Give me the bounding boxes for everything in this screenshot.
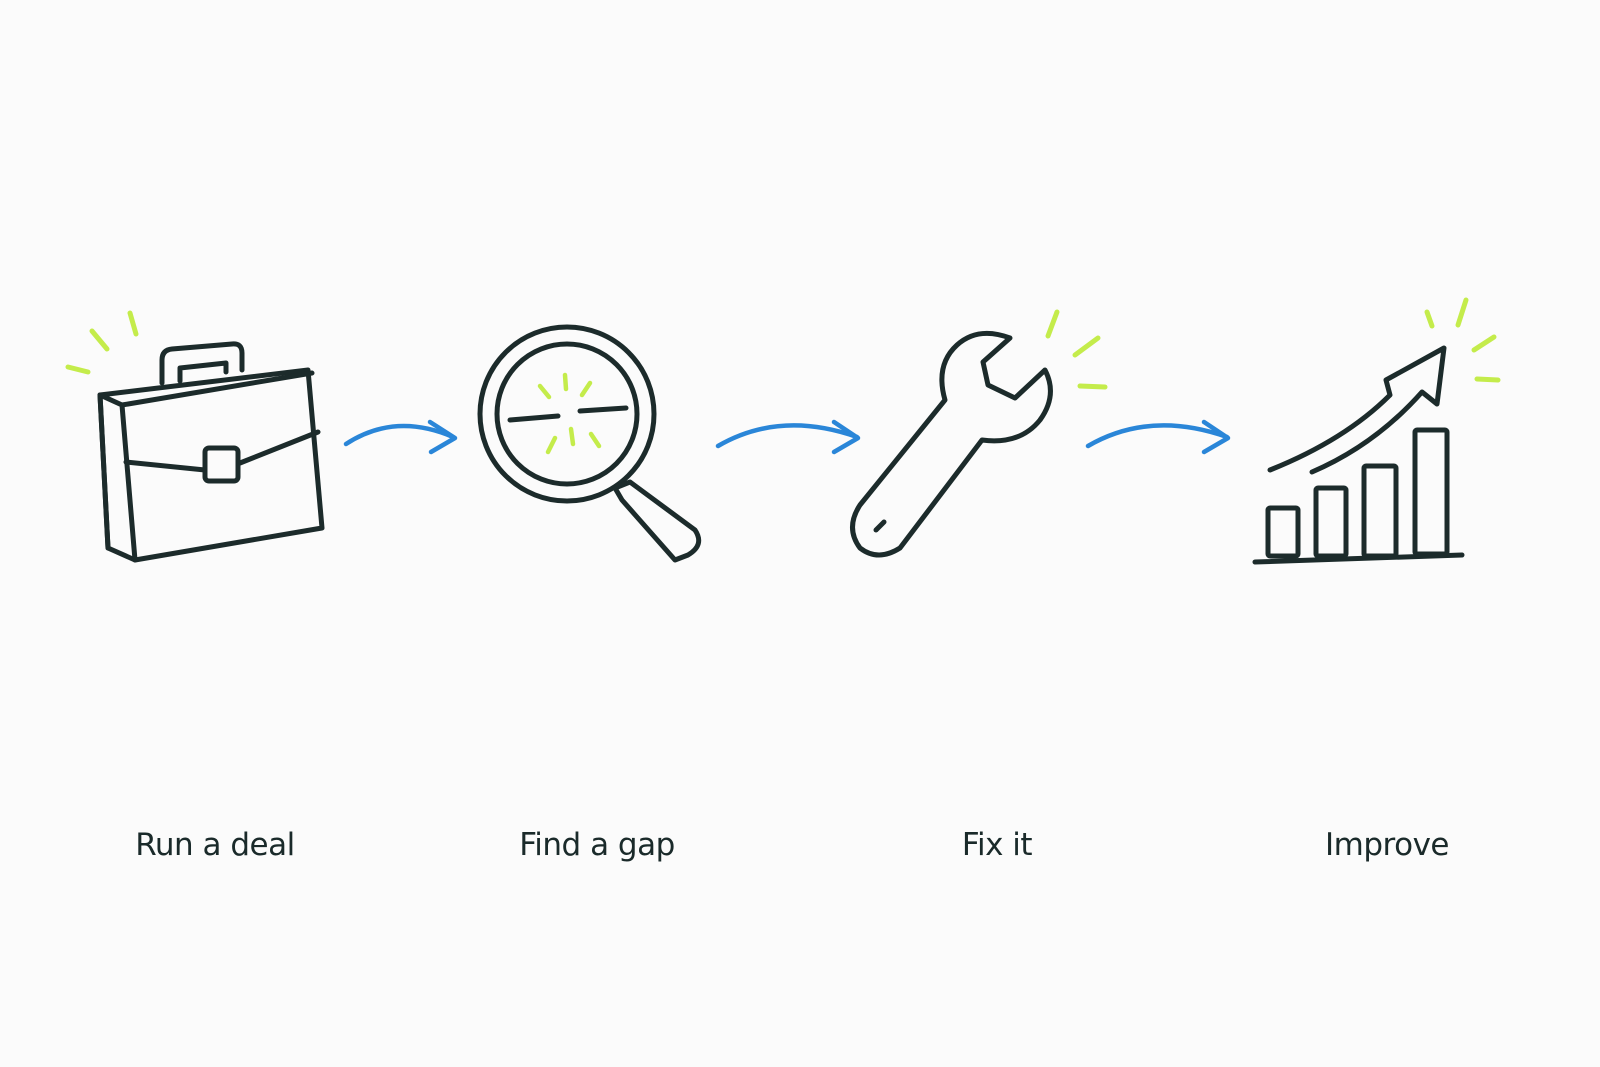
arrow-right-icon [715, 419, 861, 455]
briefcase-icon [97, 341, 325, 563]
briefcase-spark-icon [65, 310, 139, 375]
step-label-find-a-gap: Find a gap [519, 827, 675, 863]
wrench-spark-icon [1045, 309, 1108, 390]
step-label-improve: Improve [1325, 827, 1449, 863]
magnifying-glass-icon [477, 324, 702, 563]
arrow-right-icon [1085, 419, 1231, 455]
growth-chart-spark-icon [1424, 297, 1501, 383]
growth-chart-icon [1252, 345, 1465, 565]
step-label-run-a-deal: Run a deal [135, 827, 295, 863]
magnifying-glass-spark-icon [537, 372, 602, 455]
step-label-fix-it: Fix it [961, 827, 1033, 863]
wrench-icon [850, 330, 1053, 558]
arrow-right-icon [343, 419, 458, 455]
